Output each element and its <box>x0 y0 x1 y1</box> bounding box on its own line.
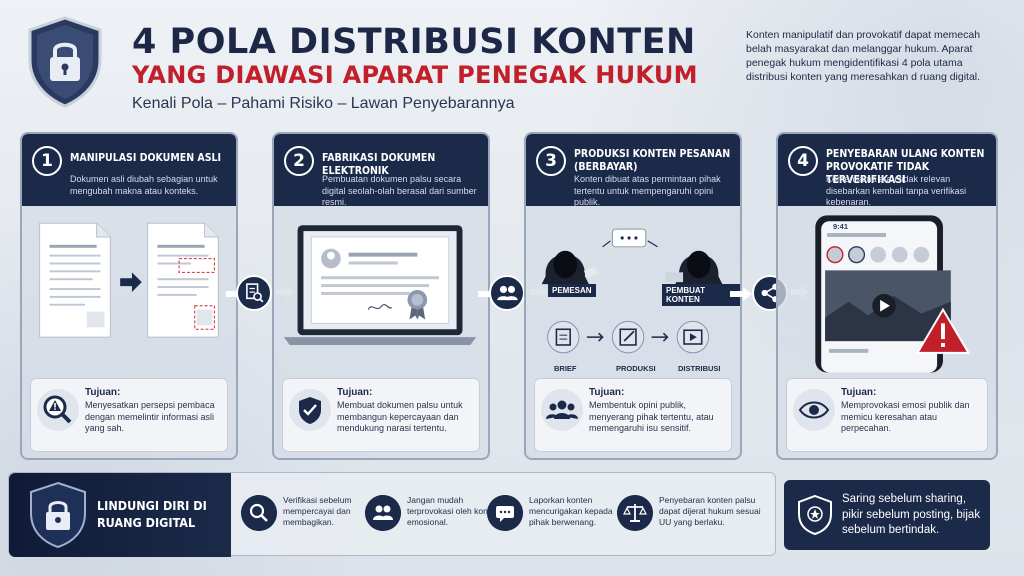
card-title: PENYEBARAN ULANG KONTEN PROVOKATIF TIDAK… <box>826 148 985 186</box>
slogan-text: Saring sebelum sharing, pikir sebelum po… <box>842 493 981 536</box>
goal-label: Tujuan: <box>589 387 625 398</box>
goal-label: Tujuan: <box>337 387 373 398</box>
goal-text: Menyesatkan persepsi pembaca dengan meme… <box>85 400 215 433</box>
page-title-secondary: YANG DIAWASI APARAT PENEGAK HUKUM <box>132 61 698 89</box>
document-search-icon <box>236 275 272 311</box>
card-number: 3 <box>536 146 566 176</box>
card-header: 4 PENYEBARAN ULANG KONTEN PROVOKATIF TID… <box>778 134 996 207</box>
brief-clipboard-icon <box>547 320 580 354</box>
paid-content-flow-illustration <box>541 228 723 354</box>
warning-magnifier-icon <box>37 389 79 431</box>
card-header: 1 MANIPULASI DOKUMEN ASLI Dokumen asli d… <box>22 134 236 206</box>
tip-item: Penyebaran konten palsu dapat dijerat hu… <box>617 489 767 541</box>
group-icon <box>541 389 583 431</box>
page-subtitle: Kenali Pola – Pahami Risiko – Lawan Peny… <box>132 95 515 112</box>
banner-header: LINDUNGI DIRI DI RUANG DIGITAL <box>9 473 231 557</box>
card-pattern-3: 3 PRODUKSI KONTEN PESANAN (BERBAYAR) Kon… <box>524 132 742 460</box>
card-pattern-1: 1 MANIPULASI DOKUMEN ASLI Dokumen asli d… <box>20 132 238 460</box>
phone-viral-content-illustration <box>815 215 971 373</box>
distribusi-label: DISTRIBUSI <box>678 364 721 373</box>
goal-box: Tujuan: Membuat dokumen palsu untuk memb… <box>282 378 480 452</box>
card-title: PRODUKSI KONTEN PESANAN (BERBAYAR) <box>574 148 731 173</box>
card-title: FABRIKASI DOKUMEN ELEKTRONIK <box>322 152 436 177</box>
card-pattern-4: 4 PENYEBARAN ULANG KONTEN PROVOKATIF TID… <box>776 132 998 460</box>
shield-lock-icon <box>28 16 102 108</box>
tip-text: Laporkan konten mencurigakan kepada piha… <box>529 495 613 527</box>
video-play-icon <box>676 320 710 354</box>
users-icon <box>489 275 525 311</box>
card-description: Dokumen asli diubah sebagian untuk mengu… <box>70 174 218 196</box>
produksi-label: PRODUKSI <box>616 364 656 373</box>
tip-item: Jangan mudah terprovokasi oleh konten em… <box>365 489 500 541</box>
card-number: 1 <box>32 146 62 176</box>
card-number: 4 <box>788 146 818 176</box>
chat-bubble-icon <box>611 228 647 248</box>
goal-box: Tujuan: Menyesatkan persepsi pembaca den… <box>30 378 228 452</box>
tip-text: Verifikasi sebelum mempercayai dan memba… <box>283 495 352 527</box>
edited-document-icon <box>147 222 219 338</box>
tip-item: Verifikasi sebelum mempercayai dan memba… <box>241 489 371 541</box>
goal-text: Membentuk opini publik, menyerang pihak … <box>589 400 714 433</box>
card-pattern-2: 2 FABRIKASI DOKUMEN ELEKTRONIK Pembuatan… <box>272 132 490 460</box>
banner-title: LINDUNGI DIRI DI RUANG DIGITAL <box>97 498 207 530</box>
pemesan-label: PEMESAN <box>548 284 596 297</box>
card-description: Pembuatan dokumen palsu secara digital s… <box>322 174 477 207</box>
tip-text: Penyebaran konten palsu dapat dijerat hu… <box>659 495 761 527</box>
brief-label: BRIEF <box>554 364 577 373</box>
goal-label: Tujuan: <box>841 387 877 398</box>
hooded-person-icon <box>675 250 723 285</box>
police-badge-icon <box>798 494 832 536</box>
tip-item: Laporkan konten mencurigakan kepada piha… <box>487 489 627 541</box>
eye-icon <box>793 389 835 431</box>
flow-arrow-icon <box>730 287 752 301</box>
users-icon <box>365 495 401 531</box>
shield-check-icon <box>289 389 331 431</box>
laptop-fake-document-illustration <box>283 225 477 345</box>
card-description: Konten dibuat atas permintaan pihak tert… <box>574 174 721 207</box>
card-number: 2 <box>284 146 314 176</box>
shield-lock-icon <box>30 481 86 549</box>
goal-box: Tujuan: Membentuk opini publik, menyeran… <box>534 378 732 452</box>
search-icon <box>241 495 277 531</box>
goal-box: Tujuan: Memprovokasi emosi publik dan me… <box>786 378 988 452</box>
scales-icon <box>617 495 653 531</box>
arrow-right-icon <box>120 272 142 292</box>
intro-paragraph: Konten manipulatif dan provokatif dapat … <box>746 29 981 83</box>
goal-text: Memprovokasi emosi publik dan memicu ker… <box>841 400 970 433</box>
hooded-person-icon <box>541 250 589 285</box>
chat-icon <box>487 495 523 531</box>
card-title: MANIPULASI DOKUMEN ASLI <box>70 152 222 164</box>
slogan-box: Saring sebelum sharing, pikir sebelum po… <box>784 480 990 550</box>
page-title: 4 POLA DISTRIBUSI KONTEN <box>132 22 696 62</box>
protect-yourself-banner: LINDUNGI DIRI DI RUANG DIGITAL Verifikas… <box>8 472 776 557</box>
card-description: Konten lama atau tidak relevan disebarka… <box>826 174 967 207</box>
phone-time: 9:41 <box>833 222 849 231</box>
card-header: 2 FABRIKASI DOKUMEN ELEKTRONIK Pembuatan… <box>274 134 488 207</box>
original-document-icon <box>39 222 111 338</box>
tip-text: Jangan mudah terprovokasi oleh konten em… <box>407 495 500 527</box>
edit-icon <box>611 320 645 354</box>
card-header: 3 PRODUKSI KONTEN PESANAN (BERBAYAR) Kon… <box>526 134 740 207</box>
pembuat-label: PEMBUAT KONTEN <box>662 284 740 306</box>
document-manipulation-illustration <box>39 222 219 338</box>
goal-label: Tujuan: <box>85 387 121 398</box>
goal-text: Membuat dokumen palsu untuk membangun ke… <box>337 400 463 433</box>
